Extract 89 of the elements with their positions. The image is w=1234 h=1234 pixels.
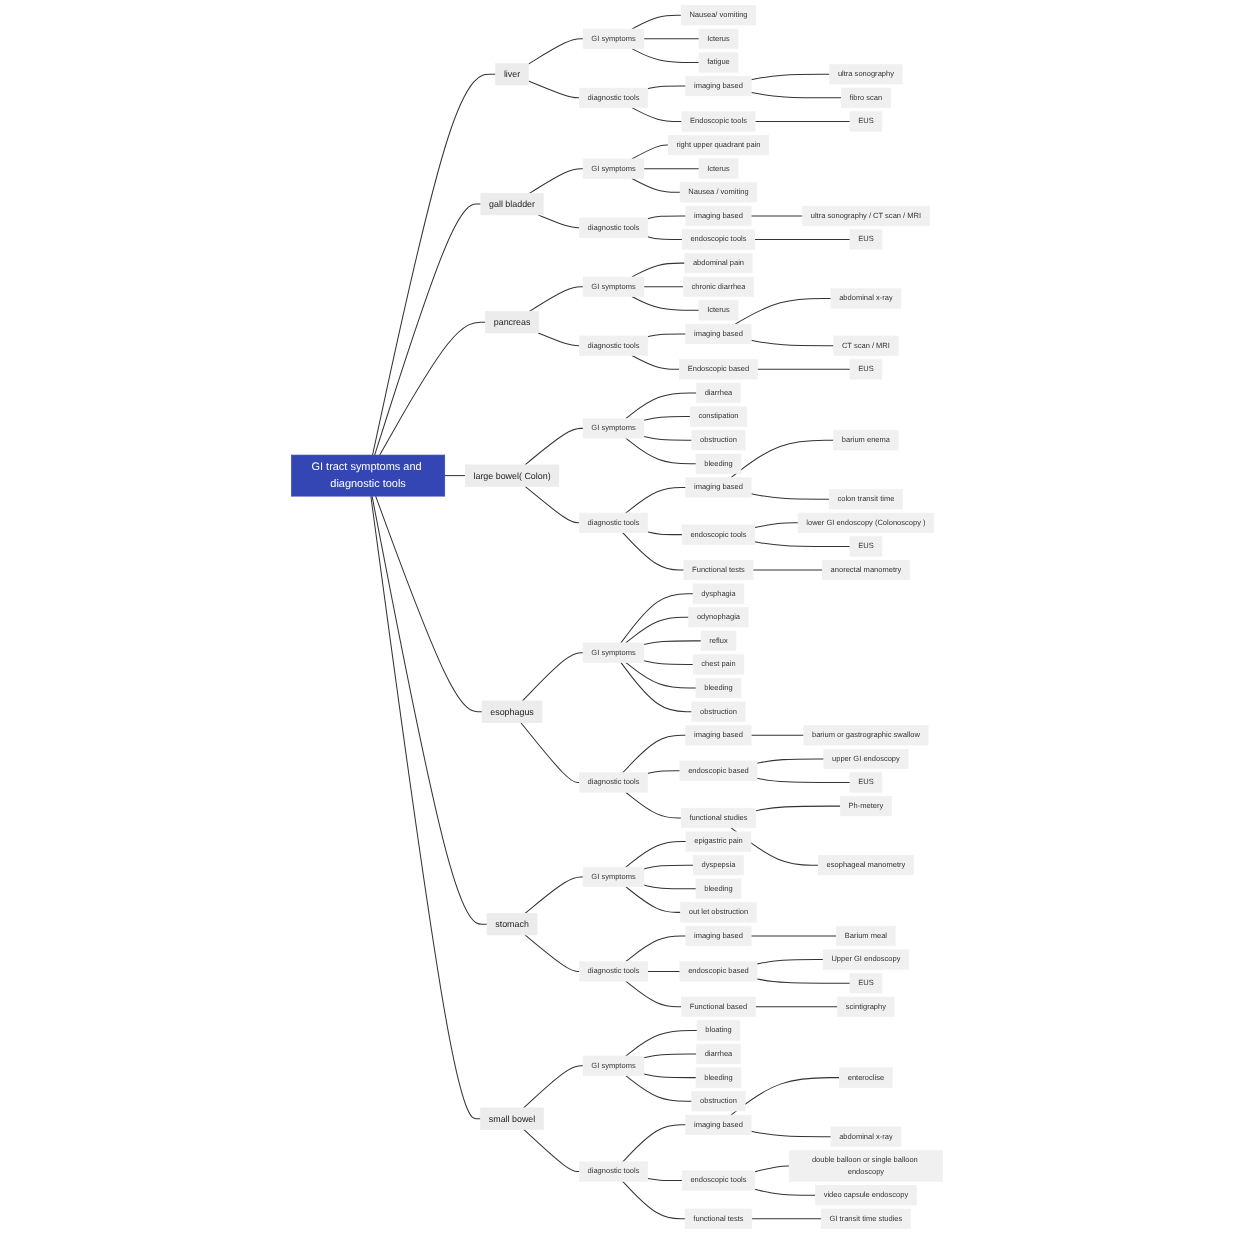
connector	[631, 107, 683, 122]
connector	[751, 1218, 822, 1220]
connector	[631, 262, 686, 278]
connector	[647, 333, 687, 338]
connector	[625, 791, 682, 819]
connector	[750, 73, 831, 81]
connector	[754, 239, 851, 241]
connector	[622, 1124, 687, 1163]
connector	[756, 978, 851, 984]
connector	[631, 177, 681, 193]
connector	[520, 721, 580, 784]
connector	[620, 593, 694, 644]
connector	[756, 777, 851, 784]
connector	[647, 215, 687, 220]
connector	[643, 864, 694, 870]
connector	[523, 1065, 584, 1109]
connector	[643, 884, 697, 890]
connector	[643, 38, 700, 40]
connector	[750, 1130, 832, 1138]
connector	[523, 1128, 580, 1173]
connector	[647, 236, 683, 241]
connector	[625, 1075, 693, 1102]
connector	[524, 427, 584, 466]
connector	[750, 493, 830, 500]
connector	[643, 416, 691, 421]
connector	[527, 80, 580, 99]
connector	[625, 437, 697, 465]
connector	[622, 734, 687, 774]
connector	[754, 1006, 839, 1008]
connector	[625, 616, 690, 644]
connector	[528, 286, 584, 312]
connector	[537, 214, 580, 229]
connector	[625, 486, 687, 514]
connector	[730, 439, 835, 479]
connector	[754, 1188, 816, 1196]
connector	[521, 652, 584, 702]
connector	[734, 298, 832, 325]
connector	[625, 886, 682, 913]
connector	[524, 876, 584, 914]
connector	[625, 935, 687, 963]
connector	[374, 203, 482, 456]
connector	[379, 321, 487, 456]
connector	[750, 91, 842, 99]
connector	[620, 661, 693, 713]
connector	[750, 734, 805, 736]
connector	[622, 532, 685, 571]
connector	[625, 392, 697, 420]
connector	[647, 85, 687, 90]
connector	[625, 1029, 698, 1057]
connector	[643, 640, 702, 646]
connector	[643, 168, 700, 170]
connector	[643, 1073, 697, 1079]
connector	[643, 435, 693, 441]
connector	[750, 339, 835, 347]
connector	[528, 168, 584, 194]
connector	[756, 959, 824, 965]
connector	[625, 980, 683, 1008]
connector	[631, 144, 669, 160]
connector	[755, 805, 841, 812]
connector	[754, 1165, 790, 1173]
connector	[730, 1077, 841, 1116]
connector	[537, 332, 580, 347]
connector	[754, 120, 851, 122]
connector	[647, 1177, 683, 1182]
connector	[625, 661, 697, 689]
connector	[643, 660, 694, 665]
connector	[643, 1053, 697, 1059]
connector	[625, 841, 687, 868]
connector	[631, 295, 700, 311]
connector	[643, 286, 684, 288]
connector	[754, 522, 799, 529]
connector	[756, 368, 851, 370]
connector	[524, 934, 580, 972]
connector	[370, 495, 482, 1120]
connector	[631, 48, 700, 63]
connector	[631, 14, 682, 30]
connector	[631, 355, 680, 370]
connector	[622, 1180, 686, 1220]
connector	[375, 495, 483, 713]
connector	[524, 485, 580, 524]
connector	[371, 495, 488, 925]
connector	[647, 531, 683, 536]
connector	[756, 758, 825, 764]
connector	[444, 475, 466, 477]
connector	[754, 541, 851, 547]
connector	[527, 38, 584, 65]
connector	[647, 970, 681, 972]
connector	[372, 73, 497, 456]
connector	[647, 770, 681, 774]
